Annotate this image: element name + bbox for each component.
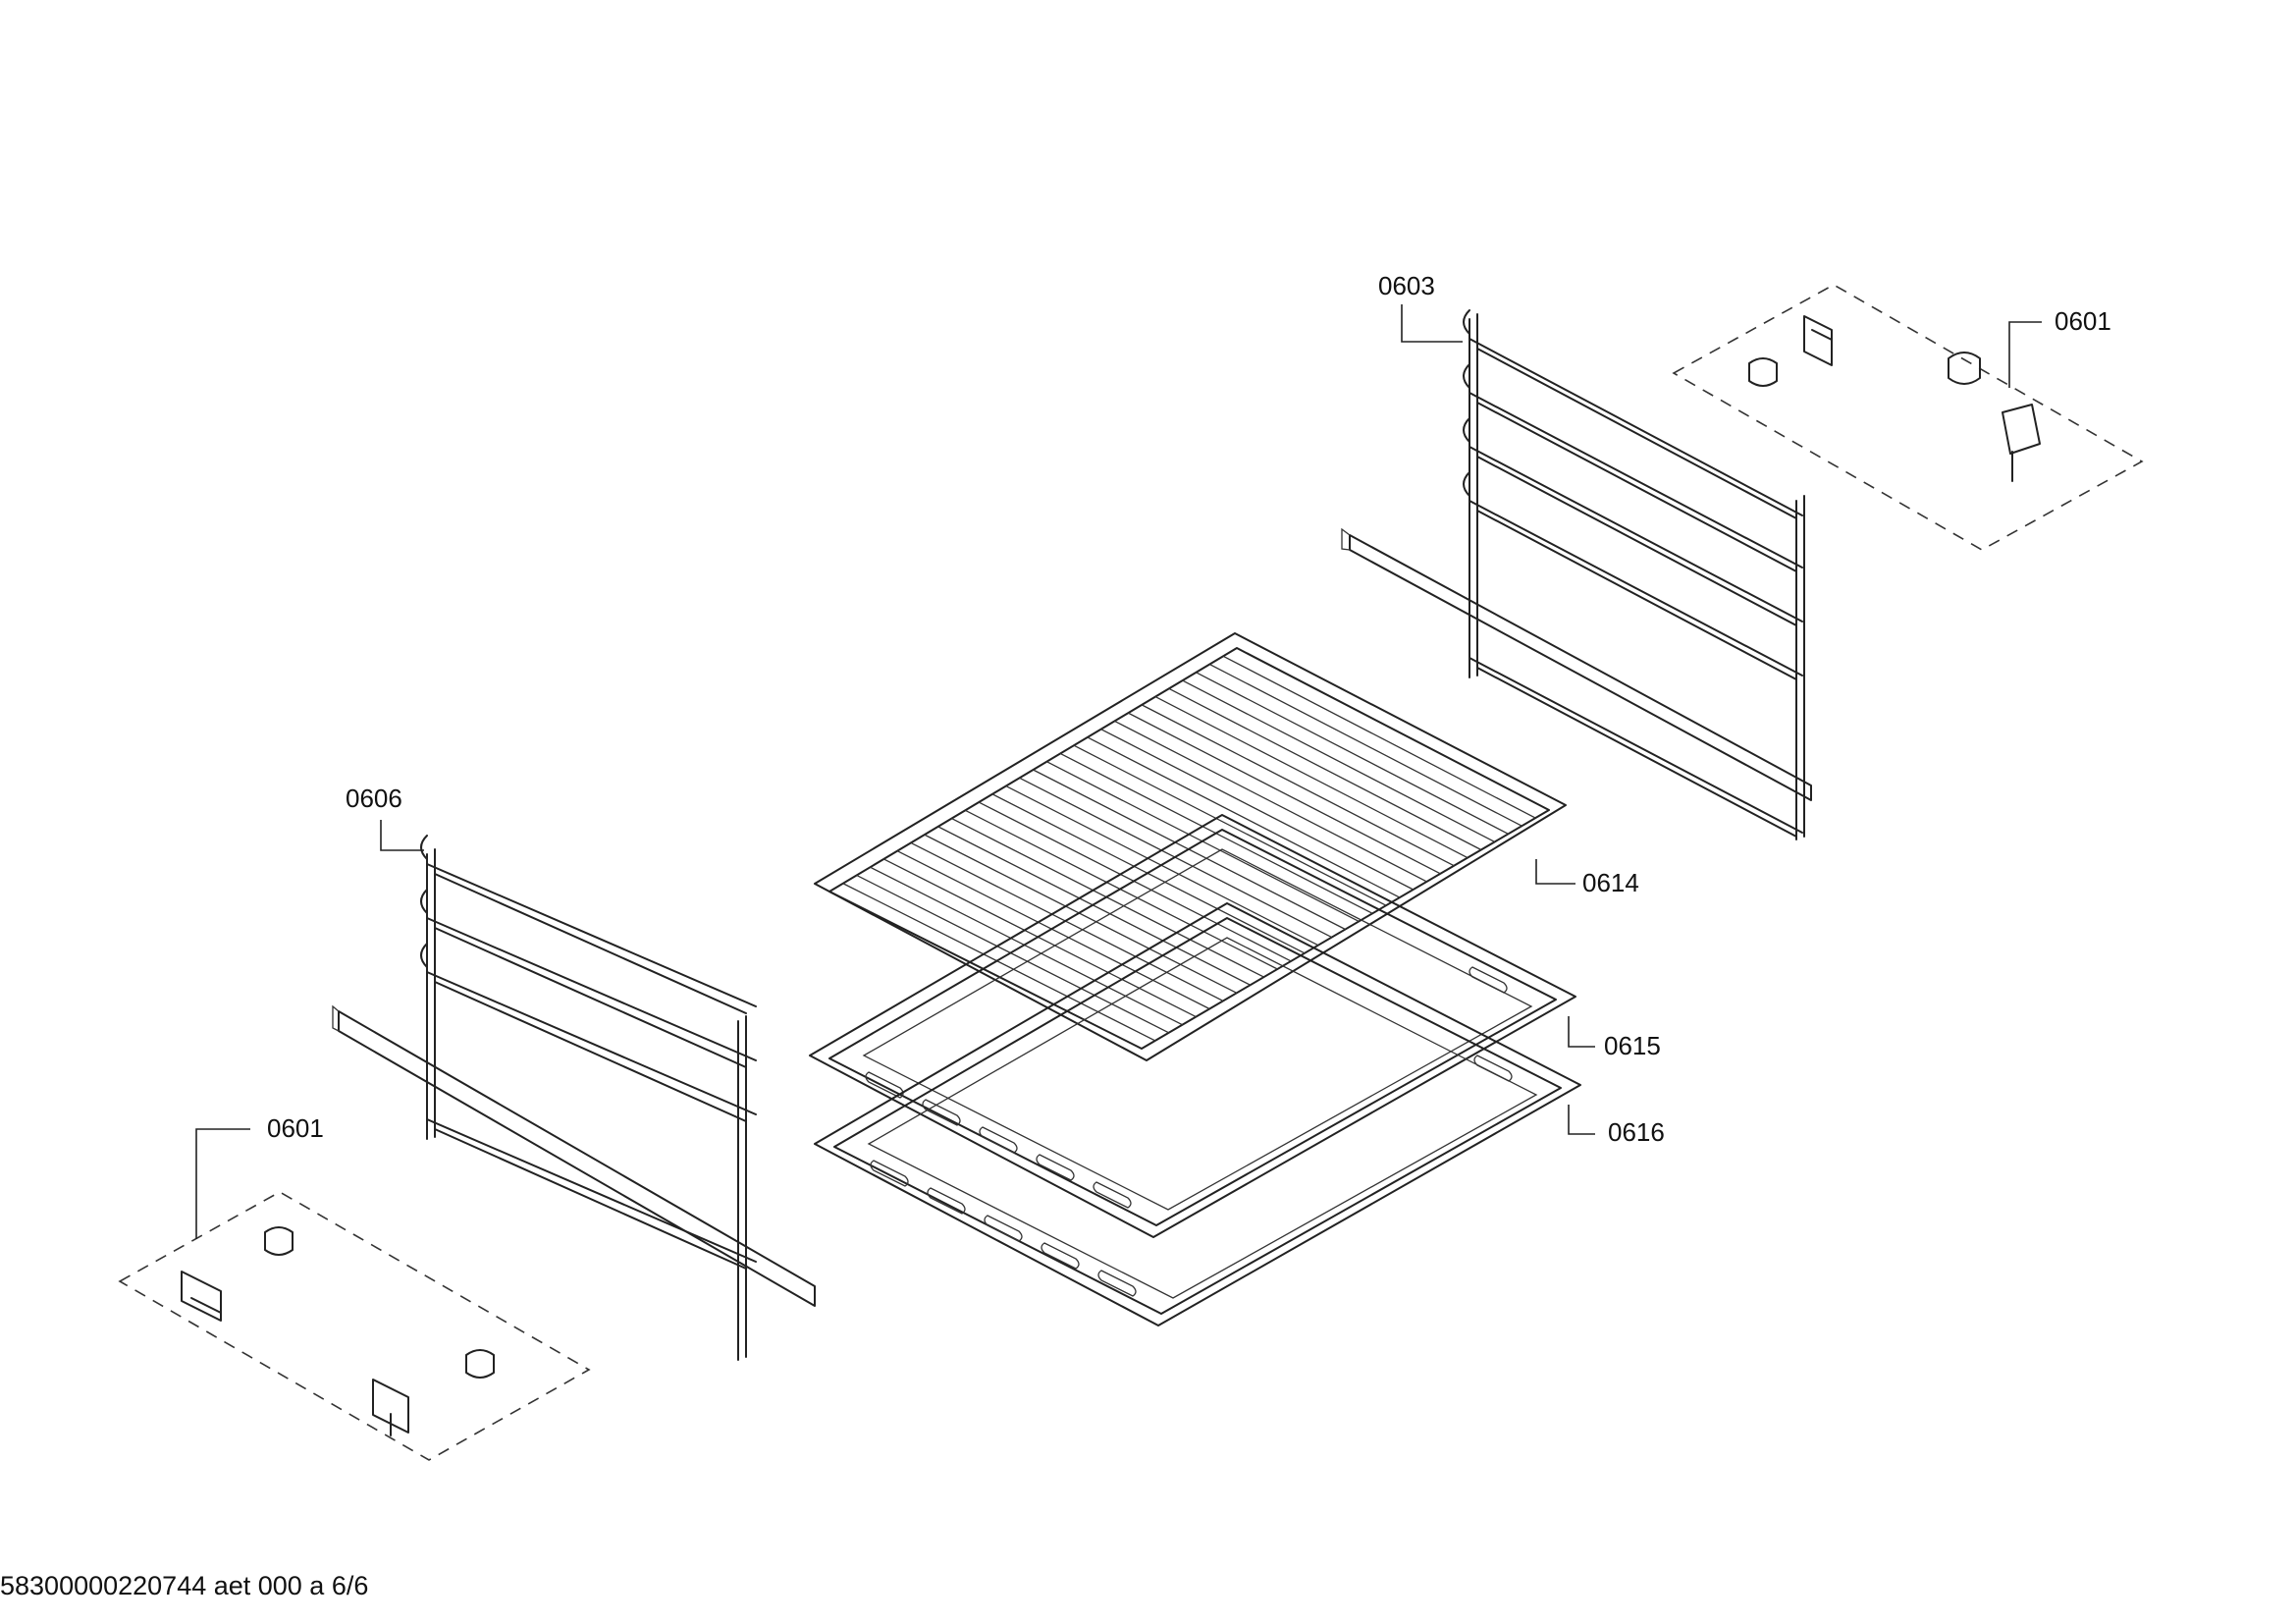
callout-0615: 0615 [1604, 1031, 1661, 1060]
fixing-parts-right [1672, 284, 2144, 551]
shelf-rail-left [332, 835, 816, 1361]
document-id-footer: 58300000220744 aet 000 a 6/6 [0, 1571, 369, 1600]
wire-grid-shelf [814, 632, 1567, 1061]
callout-0606: 0606 [346, 784, 402, 813]
callout-0616: 0616 [1608, 1117, 1665, 1147]
callout-0601-left: 0601 [267, 1113, 324, 1143]
callout-0614: 0614 [1582, 868, 1639, 897]
shelf-rail-right [1341, 309, 1812, 840]
leader-lines [195, 304, 2042, 1239]
callout-0601-right: 0601 [2055, 306, 2111, 336]
callout-0603: 0603 [1378, 271, 1435, 300]
baking-tray-upper [809, 814, 1576, 1238]
baking-tray-lower [814, 902, 1581, 1326]
fixing-parts-left [118, 1191, 591, 1461]
